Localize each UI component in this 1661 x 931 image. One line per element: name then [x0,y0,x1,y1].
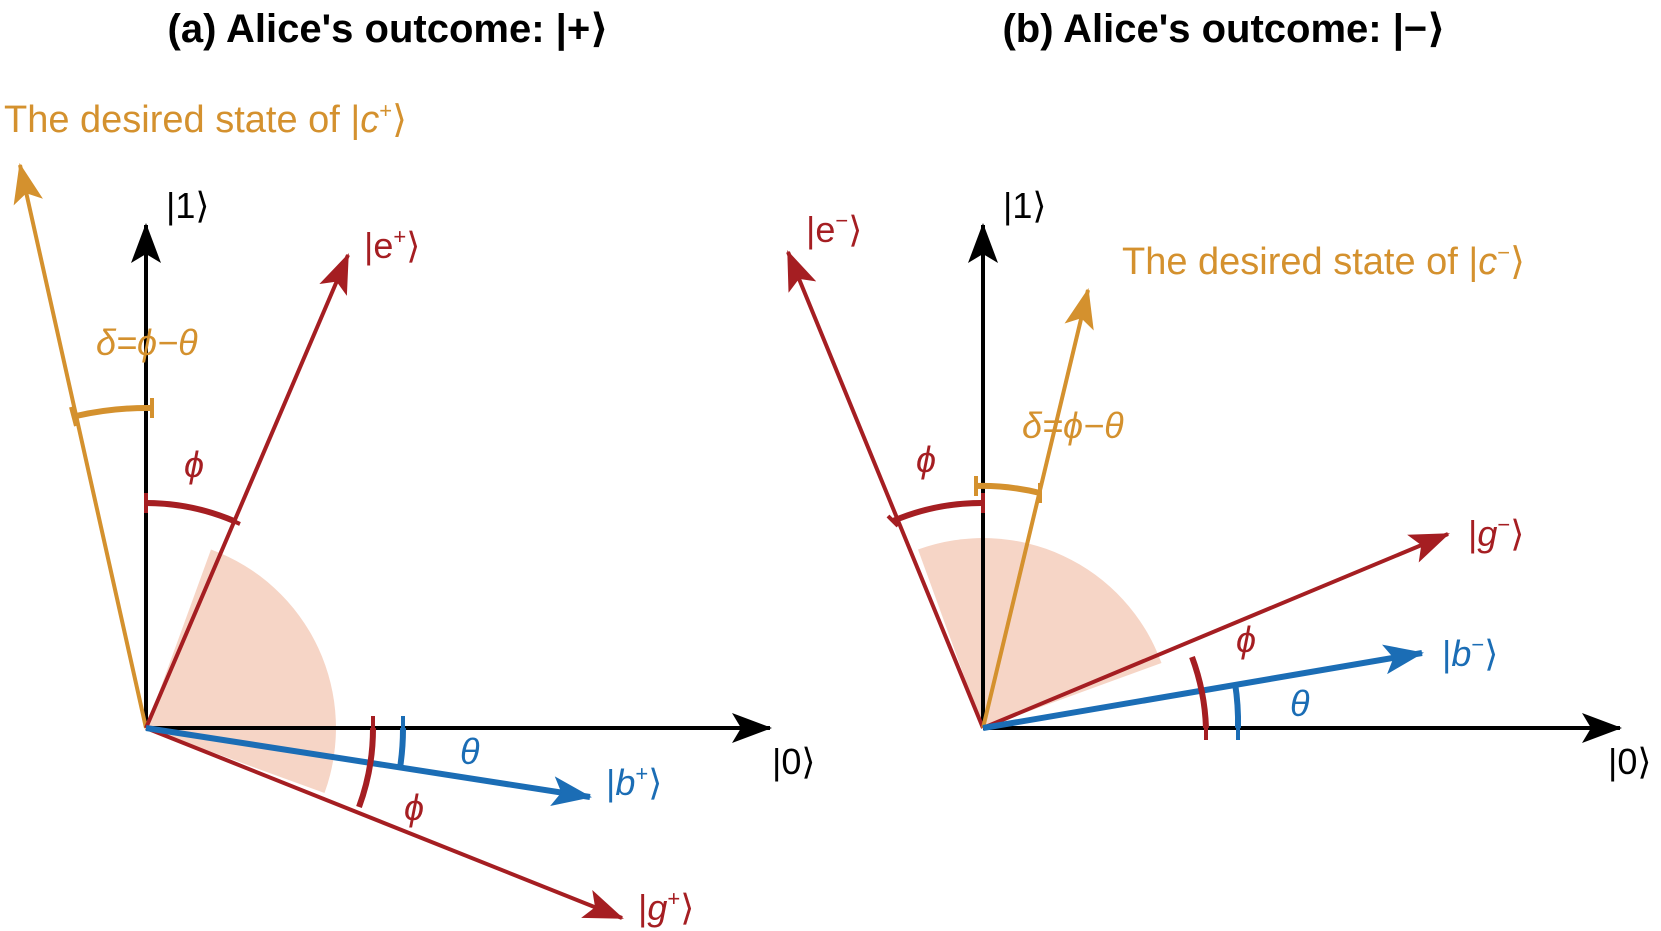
panel-a-g-label: |g+⟩ [638,886,694,928]
panel-a-phi-bottom-label: ϕ [404,787,424,828]
panel-b-ket-1-label: |1⟩ [1003,185,1046,226]
panel-b-phi-tick [886,514,900,528]
panel-b-phi-top-arc [891,499,984,524]
panel-a-delta-arc [75,404,153,419]
panel-a-delta-label: δ=ϕ−θ [96,322,198,363]
panel-b-e-label: |e−⟩ [806,208,862,250]
panel-b-theta-label: θ [1290,683,1310,724]
panel-a-ket-0-label: |0⟩ [772,741,815,782]
panel-a-b-label: |b+⟩ [606,761,662,803]
panel-b-ket-0-label: |0⟩ [1608,741,1651,782]
panel-a-title: (a) Alice's outcome: |+⟩ [168,7,609,51]
panel-a-shaded-sector [146,549,336,793]
panel-b-e-vector [786,250,985,729]
panel-b-delta-arc [975,482,1041,496]
panel-a-delta-tick [69,406,78,427]
panel-a-phi-top-label: ϕ [184,444,204,485]
panel-b-g-vector [982,532,1450,730]
panel-b-delta-label: δ=ϕ−θ [1022,405,1124,446]
panel-a-phi-tick [228,517,241,526]
panel-a-desired-state-label: The desired state of |c+⟩ [4,98,407,141]
panel-b-phi-bottom-label: ϕ [1236,619,1256,660]
panel-a: (a) Alice's outcome: |+⟩ |1⟩ |0⟩ |e+⟩ |b… [4,7,815,928]
panel-b-b-label: |b−⟩ [1442,632,1498,674]
panel-a-theta-label: θ [460,731,480,772]
panel-a-ket-1-label: |1⟩ [166,185,209,226]
panel-b-c-vector [981,288,1094,729]
panel-a-e-label: |e+⟩ [364,224,420,266]
panel-a-phi-bottom-arc [356,727,377,809]
panel-a-phi-top-arc [145,500,236,524]
panel-a-g-vector [145,726,624,920]
panel-b-title: (b) Alice's outcome: |−⟩ [1002,7,1445,51]
panel-b-phi-top-label: ϕ [916,439,936,480]
panel-b-shaded-sector [918,538,1162,728]
panel-b: (b) Alice's outcome: |−⟩ |1⟩ |0⟩ |e−⟩ Th… [786,7,1651,782]
panel-b-desired-state-label: The desired state of |c−⟩ [1122,240,1525,283]
panel-b-g-label: |g−⟩ [1468,512,1524,554]
panel-a-c-vector [13,163,148,729]
panel-a-e-vector [144,253,350,729]
